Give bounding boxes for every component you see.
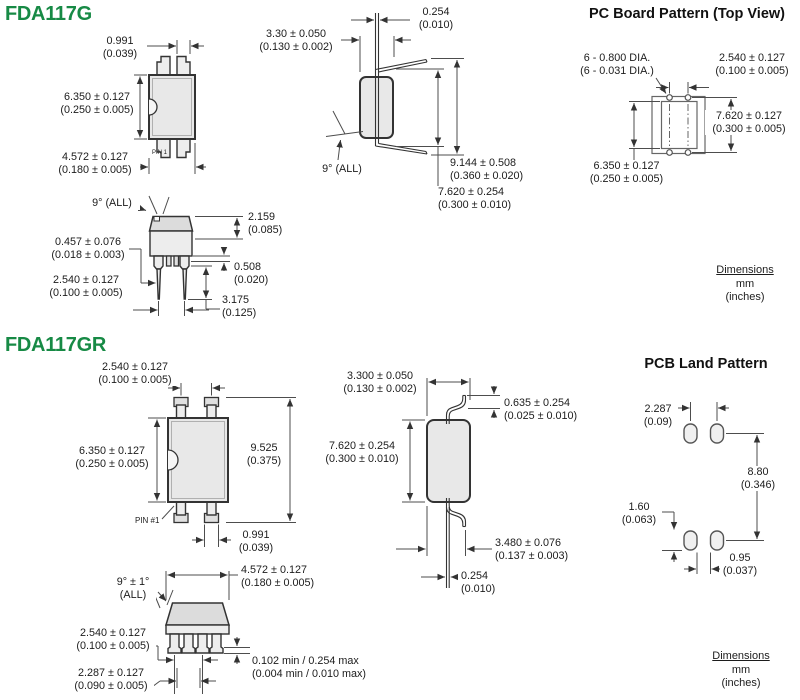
dim-board-pattern-holes: 6 - 0.800 DIA. (6 - 0.031 DIA.) (572, 52, 662, 78)
fda117gr-title: FDA117GR (5, 334, 106, 356)
fda117gr-front-view-drawing (148, 383, 296, 547)
pin1-label-fda117g: PIN 1 (152, 150, 168, 156)
dim-fda117g-side-body-depth: 3.30 ± 0.050 (0.130 ± 0.002) (253, 28, 339, 54)
dim-fda117gr-side-body-depth: 3.300 ± 0.050 (0.130 ± 0.002) (336, 370, 424, 396)
fda117g-title: FDA117G (5, 3, 92, 25)
dim-fda117gr-bottom-standoff: 0.102 min / 0.254 max (0.004 min / 0.010… (252, 655, 380, 681)
pin1-label-fda117gr: PIN #1 (135, 516, 160, 525)
dim-fda117g-bottom-lead-thickness: 0.457 ± 0.076 (0.018 ± 0.003) (48, 236, 128, 262)
angle-label-fda117g-bottom: 9° (ALL) (84, 197, 140, 210)
dim-fda117gr-side-foot-span: 3.480 ± 0.076 (0.137 ± 0.003) (495, 537, 599, 563)
angle-label-fda117gr-bottom: 9° ± 1° (ALL) (110, 576, 156, 602)
dim-board-pattern-row-spacing: 7.620 ± 0.127 (0.300 ± 0.005) (705, 110, 793, 136)
dimensions-note-top: Dimensions mm (inches) (716, 264, 774, 303)
dim-fda117g-side-lead-span: 9.144 ± 0.508 (0.360 ± 0.020) (450, 157, 550, 183)
fda117g-front-view-drawing (134, 40, 206, 174)
dim-fda117gr-front-lead-width: 0.991 (0.039) (235, 529, 277, 555)
fda117gr-side-view-drawing (396, 378, 500, 588)
dim-fda117gr-bottom-tip-pitch: 2.287 ± 0.127 (0.090 ± 0.005) (68, 667, 154, 693)
dim-fda117gr-front-body-height: 6.350 ± 0.127 (0.250 ± 0.005) (69, 445, 155, 471)
dim-land-pattern-row-spacing: 8.80 (0.346) (737, 466, 779, 492)
dim-board-pattern-width: 6.350 ± 0.127 (0.250 ± 0.005) (584, 160, 669, 186)
dim-fda117gr-front-overall-height: 9.525 (0.375) (242, 442, 286, 468)
dim-fda117g-bottom-shoulder: 0.508 (0.020) (234, 261, 270, 287)
dim-land-pattern-pad-height: 1.60 (0.063) (616, 501, 662, 527)
dimensions-note-bottom: Dimensions mm (inches) (712, 650, 770, 689)
dim-fda117g-front-body-width: 4.572 ± 0.127 (0.180 ± 0.005) (50, 151, 140, 177)
dim-fda117g-front-body-height: 6.350 ± 0.127 (0.250 ± 0.005) (55, 91, 139, 117)
fda117g-bottom-view-drawing (127, 195, 243, 316)
dim-fda117g-bottom-lead-pitch: 2.540 ± 0.127 (0.100 ± 0.005) (44, 274, 128, 300)
dim-fda117g-side-lead-thickness: 0.254 (0.010) (410, 6, 462, 32)
dim-fda117gr-side-body-width: 7.620 ± 0.254 (0.300 ± 0.010) (318, 440, 406, 466)
fda117g-board-pattern-drawing (629, 77, 737, 161)
board-pattern-title: PC Board Pattern (Top View) (588, 6, 786, 22)
dim-fda117g-bottom-standoff: 2.159 (0.085) (248, 211, 290, 237)
angle-label-fda117g-side: 9° (ALL) (318, 163, 366, 176)
land-pattern-title: PCB Land Pattern (644, 356, 768, 372)
dim-fda117gr-side-lead-tip: 0.635 ± 0.254 (0.025 ± 0.010) (504, 397, 600, 423)
dim-fda117gr-side-lead-thickness: 0.254 (0.010) (461, 570, 517, 596)
fda117gr-bottom-view-drawing (150, 571, 250, 694)
dim-board-pattern-hole-pitch: 2.540 ± 0.127 (0.100 ± 0.005) (708, 52, 796, 78)
fda117g-side-view-drawing (325, 13, 464, 186)
dim-fda117gr-bottom-body-width: 4.572 ± 0.127 (0.180 ± 0.005) (241, 564, 327, 590)
dim-fda117g-front-lead-width: 0.991 (0.039) (95, 35, 145, 61)
dim-fda117g-side-seating-span: 7.620 ± 0.254 (0.300 ± 0.010) (438, 186, 538, 212)
dim-land-pattern-pad-width: 0.95 (0.037) (720, 552, 760, 578)
dim-fda117gr-front-lead-pitch: 2.540 ± 0.127 (0.100 ± 0.005) (92, 361, 178, 387)
dim-fda117gr-bottom-lead-pitch: 2.540 ± 0.127 (0.100 ± 0.005) (70, 627, 156, 653)
fda117gr-land-pattern-drawing (662, 402, 764, 574)
dim-fda117g-bottom-lead-length: 3.175 (0.125) (222, 294, 260, 320)
dim-land-pattern-pad-offset: 2.287 (0.09) (638, 403, 678, 429)
